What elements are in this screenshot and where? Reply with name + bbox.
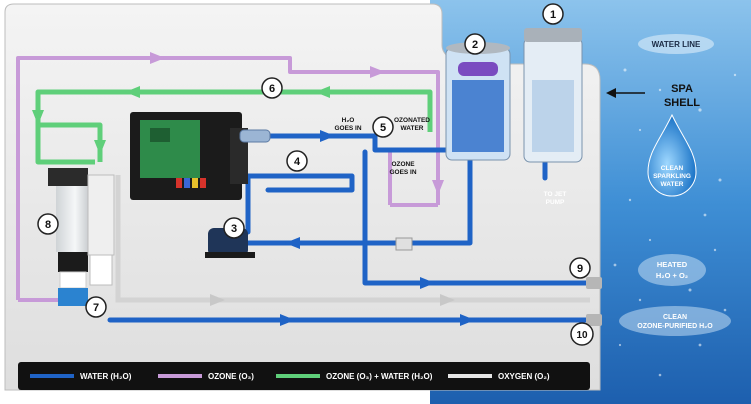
spa-shell-label-2: SHELL — [664, 97, 700, 109]
ozone-lines — [16, 56, 440, 302]
ozone-goes-in-label-2: GOES IN — [389, 169, 416, 176]
spa-control-box — [130, 112, 248, 200]
svg-text:6: 6 — [269, 83, 275, 95]
callout-1: 1 — [542, 3, 564, 25]
legend-item-ozone: OZONE (O₃) — [158, 372, 254, 381]
callout-9: 9 — [569, 257, 591, 279]
water-line-label: WATER LINE — [652, 40, 701, 49]
svg-text:3: 3 — [231, 223, 237, 235]
h2o-goes-in-label-2: GOES IN — [334, 125, 361, 132]
svg-text:5: 5 — [380, 122, 386, 134]
heater — [239, 129, 271, 143]
to-jet-pump-label-1: TO JET — [544, 191, 567, 198]
spa-shell-label-1: SPA — [671, 83, 693, 95]
heated-label-1: HEATED — [657, 260, 688, 269]
to-jet-pump-label-2: PUMP — [546, 199, 565, 206]
purified-label-2: OZONE-PURIFIED H₂O — [637, 323, 713, 330]
svg-text:9: 9 — [577, 263, 583, 275]
legend-item-oxygen: OXYGEN (O₂) — [448, 372, 550, 381]
water-line-oval — [638, 34, 714, 54]
callout-4: 4 — [286, 150, 308, 172]
clean-sparkling-label-1: CLEAN — [661, 165, 684, 172]
contact-chamber — [445, 42, 511, 161]
oxygen-concentrator — [87, 174, 115, 286]
svg-text:7: 7 — [93, 302, 99, 314]
callout-6: 6 — [261, 77, 283, 99]
clean-sparkling-label-2: SPARKLING — [653, 173, 691, 180]
ozone-goes-in-label-1: OZONE — [391, 161, 415, 168]
callout-3: 3 — [223, 217, 245, 239]
ozonated-water-label-1: OZONATED — [394, 117, 430, 124]
water-drop-icon — [647, 113, 697, 197]
h2o-goes-in-label-1: H₂O — [342, 117, 355, 124]
filter-canister — [523, 28, 583, 163]
callout-8: 8 — [37, 213, 59, 235]
water-lines — [107, 133, 593, 323]
svg-text:8: 8 — [45, 219, 51, 231]
oxygen-lines — [115, 175, 590, 303]
clean-sparkling-label-3: WATER — [661, 181, 684, 188]
jet-10 — [586, 314, 602, 326]
spa-shell-arrowhead — [606, 88, 616, 98]
jet-9 — [586, 277, 602, 289]
purified-label-1: CLEAN — [663, 314, 687, 321]
legend: WATER (H₂O) OZONE (O₃) OZONE (O₃) + WATE… — [18, 362, 590, 390]
callout-10: 10 — [570, 322, 594, 346]
flow-arrows — [32, 52, 475, 326]
callout-7: 7 — [85, 296, 107, 318]
svg-text:OZONE (O₃): OZONE (O₃) — [208, 372, 254, 381]
svg-text:10: 10 — [576, 330, 588, 341]
svg-text:1: 1 — [550, 9, 556, 21]
purified-oval — [619, 306, 731, 336]
legend-item-ozone-water: OZONE (O₃) + WATER (H₂O) — [276, 372, 433, 381]
legend-item-water: WATER (H₂O) — [30, 372, 132, 381]
callout-2: 2 — [464, 33, 486, 55]
svg-text:WATER (H₂O): WATER (H₂O) — [80, 372, 132, 381]
svg-text:OZONE (O₃) + WATER (H₂O): OZONE (O₃) + WATER (H₂O) — [326, 372, 433, 381]
svg-text:4: 4 — [294, 156, 301, 168]
heated-label-2: H₂O + O₂ — [656, 271, 688, 280]
check-valve — [395, 237, 413, 251]
heated-oval — [638, 254, 706, 286]
svg-text:OXYGEN (O₂): OXYGEN (O₂) — [498, 372, 550, 381]
svg-text:2: 2 — [472, 39, 478, 51]
callout-5: 5 — [372, 116, 394, 138]
ozonated-water-label-2: WATER — [401, 125, 424, 132]
